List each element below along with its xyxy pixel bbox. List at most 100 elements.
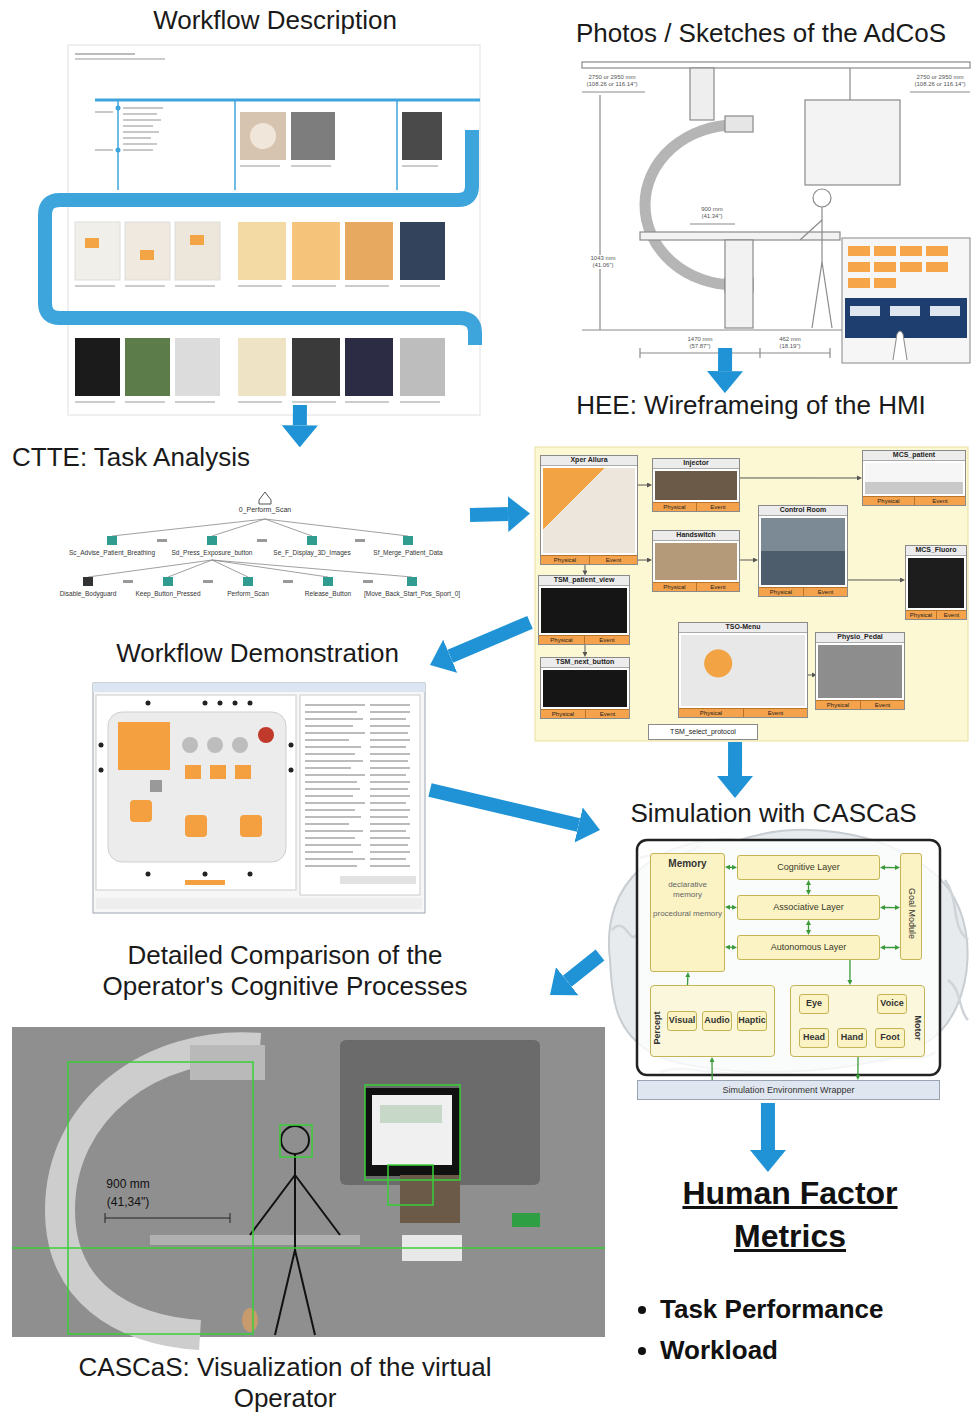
module-label: Audio [704,1016,730,1026]
model-module: Cognitive Layer [737,855,880,880]
module-link [730,907,732,908]
dimension-label: (108.26 or 116.14") [913,81,966,88]
c-arm-sketch [639,348,640,358]
demonstrator-screenshot [203,872,208,877]
dimension-label: (18.19") [778,343,801,350]
wireframe-link [808,674,812,675]
demonstrator-screenshot [99,743,104,748]
workflow-description-sheet [116,148,121,153]
virtual-operator-render [105,1218,230,1219]
model-submodule: Audio [702,1011,732,1031]
tablet-ui-sketch [848,262,870,272]
virtual-operator-render [380,1105,442,1123]
bullet-item: Workload [660,1335,778,1366]
tree-node-label: Disable_Bodyguard [59,590,118,597]
virtual-operator-render [340,1040,540,1185]
wireframe-link [584,565,585,571]
workflow-description-sheet [75,222,120,280]
demonstrator-screenshot [203,701,208,706]
port-label: Physical [906,610,936,619]
label-anchor: 462 mm [778,336,802,343]
dimension-label: 462 mm [778,336,802,343]
label-anchor: Sf_Merge_Patient_Data [372,549,443,556]
tablet-ui-sketch [890,306,920,316]
wireframe-link [638,485,647,486]
demonstrator-screenshot [233,701,238,706]
percept-module: PerceptVisualAudioHaptic [650,985,775,1057]
label-anchor: (108.26 or 116.14") [913,81,966,88]
workflow-description-sheet [68,45,480,415]
flow-arrow [430,790,579,825]
tree-node-label: 0_Perform_Scan [238,506,293,514]
demonstrator-screenshot [93,683,425,913]
tree-node-label: Release_Button [304,590,352,597]
module-label: Associative Layer [773,902,844,913]
virtual-operator-render [281,1126,309,1154]
module-link [885,867,895,868]
demonstrator-screenshot [210,765,226,779]
memory-module: Memory declarative memory procedural memor… [650,853,725,972]
model-module: Autonomous Layer [737,935,880,960]
wireframe-link [585,645,586,652]
tree-node-label: Keep_Button_Pressed [134,590,201,597]
model-module: Associative Layer [737,895,880,920]
dimension-label: 1043 mm [589,255,616,262]
c-arm-sketch [690,223,735,224]
task-tree [83,577,93,586]
hmi-wireframe-box: InjectorPhysicalEvent [652,458,740,512]
box-title: MCS_Fluoro [906,546,966,556]
virtual-operator-render [12,1027,605,1337]
label-anchor: [Move_Back_Start_Pos_Sport_0] [363,590,461,597]
architecture-frame [637,840,940,1075]
tablet-ui-sketch [874,278,896,288]
model-submodule: Foot [875,1028,905,1048]
task-tree [112,519,408,536]
demonstrator-screenshot [96,898,422,909]
c-arm-sketch [599,95,600,330]
task-tree [157,539,167,542]
label-anchor: (41.06") [591,262,614,269]
virtual-operator-render [60,1047,260,1335]
virtual-operator-render [242,1308,258,1332]
task-tree [243,577,253,586]
environment-wrapper: Simulation Environment Wrapper [637,1080,940,1100]
demonstrator-screenshot [258,727,274,743]
tablet-ui-sketch [930,306,960,316]
dimension-label: (41.34") [700,213,723,220]
port-label: Event [589,555,637,564]
task-tree [257,539,267,542]
tree-node-label: [Move_Back_Start_Pos_Sport_0] [363,590,461,597]
c-arm-sketch [759,348,760,358]
module-label: Memory [668,858,706,870]
workflow-description-sheet [400,338,445,396]
demonstrator-screenshot [150,780,162,792]
demonstrator-screenshot [185,765,201,779]
model-submodule: Haptic [737,1011,767,1031]
task-tree [83,492,417,586]
port-label: Event [936,610,966,619]
tablet-ui-sketch [926,262,948,272]
c-arm-sketch [829,348,830,358]
model-submodule: Eye [799,994,829,1014]
demonstrator-screenshot [248,701,253,706]
port-label: Physical [541,709,585,718]
demonstrator-screenshot [146,701,151,706]
flow-arrow [293,405,307,425]
tablet-ui-sketch [900,246,922,256]
demonstrator-screenshot [207,737,223,753]
workflow-description-sheet [240,112,286,160]
label-anchor: 0_Perform_Scan [238,506,293,514]
box-title: Xper Allura [541,456,637,466]
task-tree [123,580,133,583]
workflow-description-sheet [95,99,480,102]
workflow-description-sheet [291,112,335,160]
workflow-description-sheet [238,338,286,396]
port-label: Event [914,496,965,505]
memory-type: procedural memory [651,909,724,919]
label-anchor: (57.87") [688,343,711,350]
architecture-frame [637,840,940,1075]
memory-type: declarative memory [651,880,724,899]
workflow-description-sheet [402,112,442,160]
hmi-wireframe-box: Physio_PedalPhysicalEvent [815,632,905,710]
